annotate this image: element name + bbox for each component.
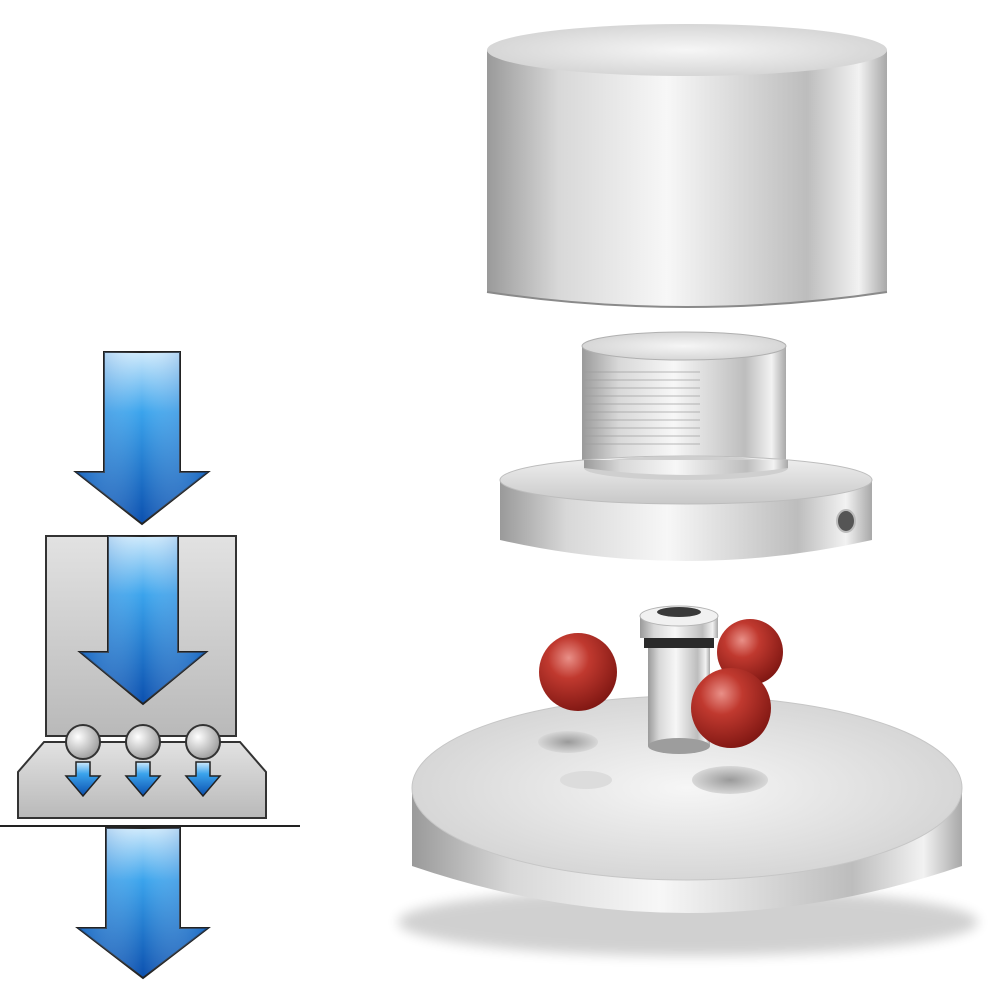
small-arrows bbox=[64, 761, 222, 798]
schematic-ball bbox=[65, 724, 101, 760]
thread-lines bbox=[584, 371, 700, 445]
small-arrow-down bbox=[124, 761, 162, 798]
insert-flange bbox=[499, 455, 873, 561]
small-arrow-down bbox=[64, 761, 102, 798]
arrow-down-in-block bbox=[77, 535, 209, 706]
left-schematic bbox=[0, 351, 300, 980]
schematic-ball bbox=[125, 724, 161, 760]
flange-hole bbox=[836, 509, 856, 533]
red-ball bbox=[539, 633, 617, 711]
schematic-ball bbox=[185, 724, 221, 760]
top-cap bbox=[486, 24, 888, 308]
right-illustration bbox=[398, 24, 978, 956]
schematic-balls bbox=[65, 724, 221, 760]
red-balls bbox=[539, 619, 783, 748]
base-shadow bbox=[398, 888, 978, 956]
base-hole bbox=[560, 771, 612, 789]
red-ball bbox=[691, 668, 771, 748]
small-arrow-down bbox=[184, 761, 222, 798]
base-hole bbox=[692, 766, 768, 794]
arrow-down-top bbox=[73, 351, 211, 526]
arrow-down-bottom bbox=[75, 827, 211, 980]
base-hole bbox=[538, 731, 598, 753]
threaded-insert bbox=[581, 331, 787, 470]
base-plate bbox=[411, 695, 963, 913]
